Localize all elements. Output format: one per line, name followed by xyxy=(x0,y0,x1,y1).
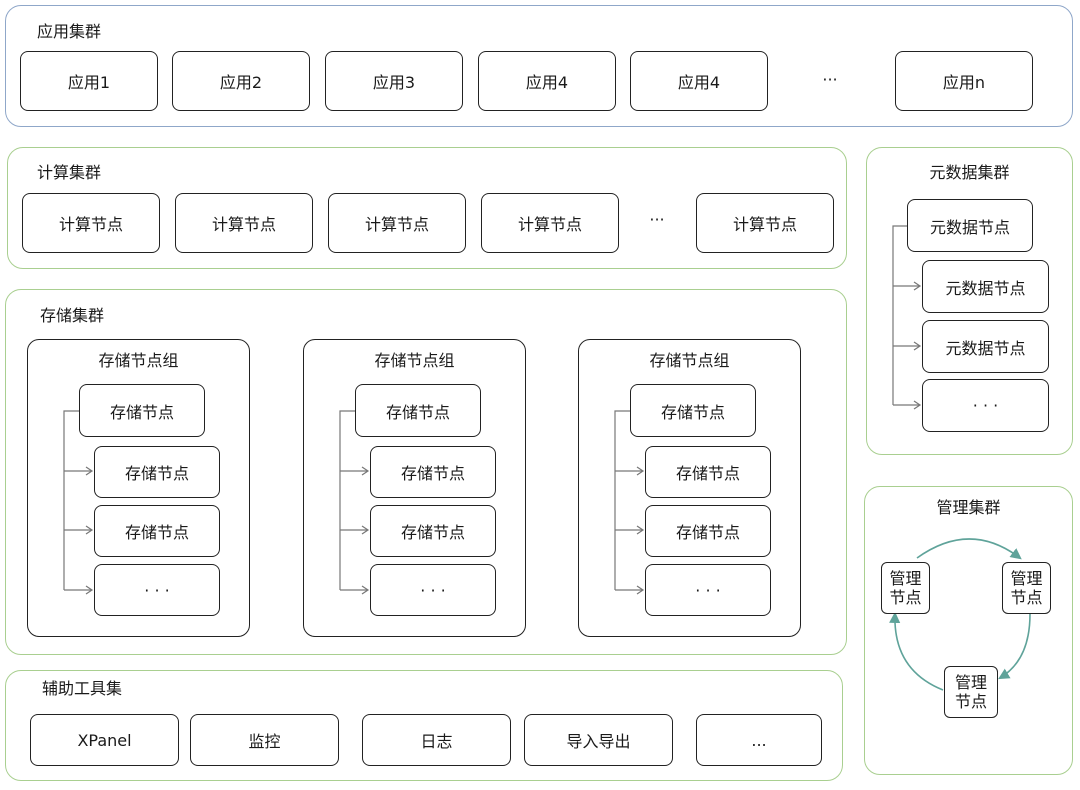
management-node-bottom-line2: 节点 xyxy=(954,692,987,711)
management-cluster-title: 管理集群 xyxy=(936,498,1001,517)
management-node-left-line1: 管理 xyxy=(889,569,922,588)
metadata-cluster-title: 元数据集群 xyxy=(929,163,1010,182)
compute-node-3[interactable]: 计算节点 xyxy=(328,193,466,253)
storage-group-1-more[interactable]: · · · xyxy=(94,564,220,616)
storage-group-2-title: 存储节点组 xyxy=(374,351,455,370)
app-box-5[interactable]: 应用4 xyxy=(630,51,768,111)
storage-group-2-node-1[interactable]: 存储节点 xyxy=(370,446,496,498)
metadata-node-2[interactable]: 元数据节点 xyxy=(922,320,1049,373)
management-node-left-line2: 节点 xyxy=(889,588,922,607)
app-cluster-title: 应用集群 xyxy=(37,22,102,41)
metadata-primary-node[interactable]: 元数据节点 xyxy=(907,199,1033,252)
tool-log-button[interactable]: 日志 xyxy=(362,714,511,766)
storage-group-3-title: 存储节点组 xyxy=(649,351,730,370)
management-node-bottom[interactable]: 管理 节点 xyxy=(944,666,998,718)
compute-node-2[interactable]: 计算节点 xyxy=(175,193,313,253)
arrow-right xyxy=(998,613,1031,680)
metadata-more[interactable]: · · · xyxy=(922,379,1049,432)
metadata-node-1[interactable]: 元数据节点 xyxy=(922,260,1049,313)
app-box-3[interactable]: 应用3 xyxy=(325,51,463,111)
management-node-left[interactable]: 管理 节点 xyxy=(881,562,930,614)
compute-node-4[interactable]: 计算节点 xyxy=(481,193,619,253)
app-box-4[interactable]: 应用4 xyxy=(478,51,616,111)
storage-group-3-node-2[interactable]: 存储节点 xyxy=(645,505,771,557)
management-cluster-panel xyxy=(864,486,1073,775)
storage-group-1-title: 存储节点组 xyxy=(98,351,179,370)
storage-group-1-primary-node[interactable]: 存储节点 xyxy=(79,384,205,437)
tools-title: 辅助工具集 xyxy=(42,679,123,698)
compute-node-n[interactable]: 计算节点 xyxy=(696,193,834,253)
compute-node-1[interactable]: 计算节点 xyxy=(22,193,160,253)
storage-group-1-node-1[interactable]: 存储节点 xyxy=(94,446,220,498)
arrow-top xyxy=(916,538,1022,560)
compute-ellipsis: ··· xyxy=(649,210,665,229)
management-node-bottom-line1: 管理 xyxy=(954,673,987,692)
storage-group-3-node-1[interactable]: 存储节点 xyxy=(645,446,771,498)
storage-cluster-title: 存储集群 xyxy=(40,306,105,325)
management-node-right[interactable]: 管理 节点 xyxy=(1002,562,1051,614)
storage-group-1-node-2[interactable]: 存储节点 xyxy=(94,505,220,557)
storage-group-2-node-2[interactable]: 存储节点 xyxy=(370,505,496,557)
compute-cluster-title: 计算集群 xyxy=(37,163,102,182)
tool-import-export-button[interactable]: 导入导出 xyxy=(524,714,673,766)
app-box-2[interactable]: 应用2 xyxy=(172,51,310,111)
storage-group-3-more[interactable]: · · · xyxy=(645,564,771,616)
app-box-n[interactable]: 应用n xyxy=(895,51,1033,111)
arrow-left xyxy=(889,611,944,691)
management-node-right-line1: 管理 xyxy=(1010,569,1043,588)
app-box-1[interactable]: 应用1 xyxy=(20,51,158,111)
management-node-right-line2: 节点 xyxy=(1010,588,1043,607)
tool-xpanel-button[interactable]: XPanel xyxy=(30,714,179,766)
storage-group-2-more[interactable]: · · · xyxy=(370,564,496,616)
app-ellipsis: ··· xyxy=(822,70,838,89)
tool-monitor-button[interactable]: 监控 xyxy=(190,714,339,766)
storage-group-3-primary-node[interactable]: 存储节点 xyxy=(630,384,756,437)
storage-group-2-primary-node[interactable]: 存储节点 xyxy=(355,384,481,437)
tool-more-button[interactable]: ... xyxy=(696,714,822,766)
